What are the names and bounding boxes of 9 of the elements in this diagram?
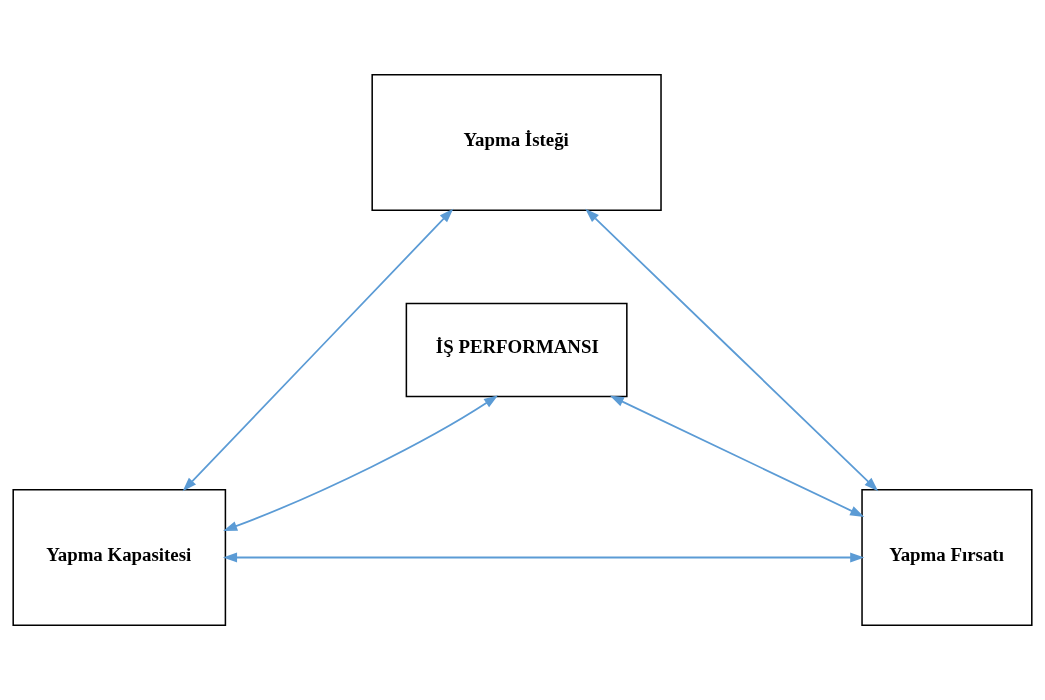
node-box: Yapma Kapasitesi (12, 488, 227, 627)
node-box: Yapma Fırsatı (861, 488, 1033, 627)
arrow (223, 395, 499, 531)
node-box: İŞ PERFORMANSI (405, 302, 628, 398)
arrow (585, 208, 879, 492)
arrow (222, 552, 865, 563)
arrow (182, 208, 454, 492)
arrow (609, 395, 865, 517)
node-box: Yapma İsteği (371, 73, 662, 212)
